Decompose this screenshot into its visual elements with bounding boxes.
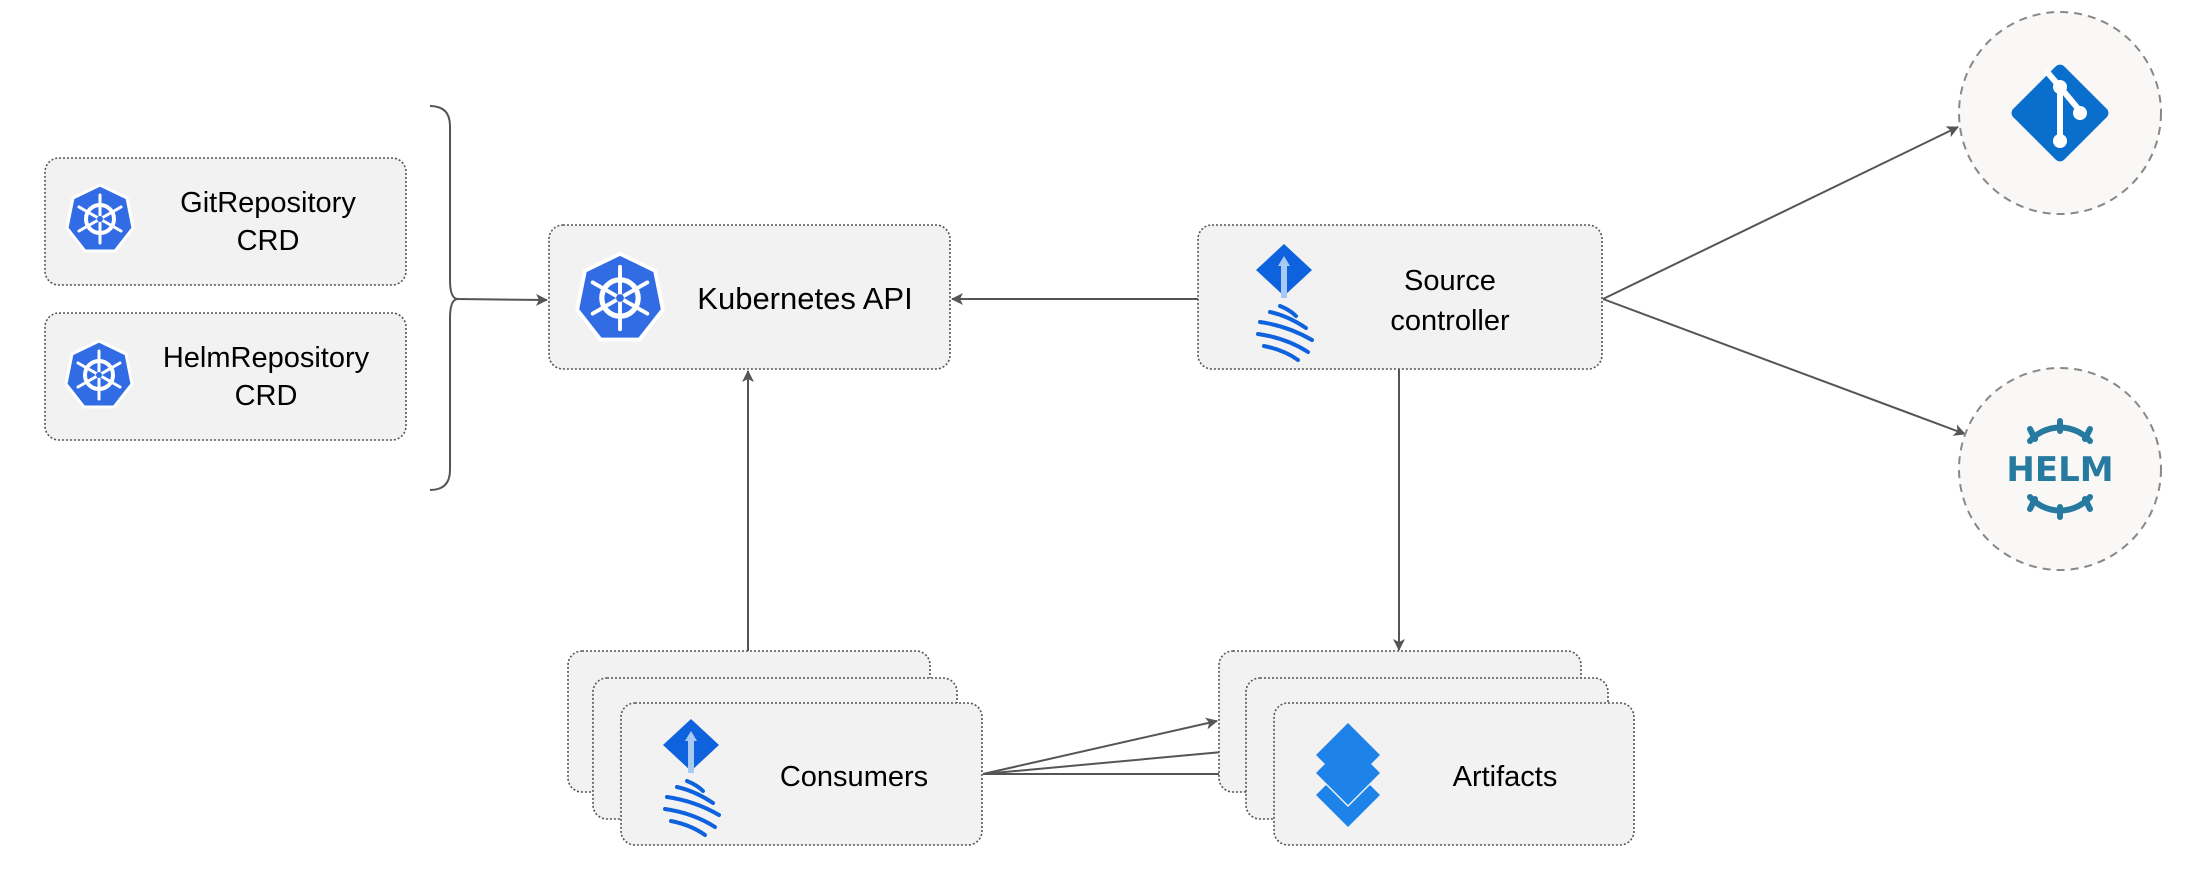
node-source-controller[interactable]: Source controller (1197, 224, 1603, 370)
node-consumers[interactable]: Consumers (567, 650, 983, 846)
node-helm-repository-crd[interactable]: HelmRepository CRD (44, 312, 407, 441)
node-label-line1: HelmRepository (163, 342, 370, 374)
helm-icon: HELM (2006, 418, 2114, 520)
node-helm[interactable]: HELM (1958, 367, 2162, 571)
node-label-line2: CRD (235, 380, 298, 412)
node-kubernetes-api[interactable]: Kubernetes API (548, 224, 951, 370)
edge-source-to-helm (1602, 298, 1966, 436)
node-label: Artifacts (1453, 761, 1558, 793)
kubernetes-icon (65, 183, 135, 253)
node-label-line1: GitRepository (180, 187, 356, 219)
node-artifacts[interactable]: Artifacts (1218, 650, 1635, 846)
edge-consumers-to-artifacts-1 (982, 717, 1218, 775)
layers-icon (1316, 723, 1380, 827)
node-label-line2: CRD (237, 225, 300, 257)
node-label: Kubernetes API (697, 281, 912, 316)
node-label-line2: controller (1390, 305, 1510, 337)
node-git-repository-crd[interactable]: GitRepository CRD (44, 157, 407, 286)
edge-source-to-git (1602, 126, 1959, 300)
brace (429, 105, 459, 491)
edge-crds-to-kubernetes-api (455, 293, 548, 306)
git-icon (2011, 64, 2109, 162)
kubernetes-icon (64, 339, 134, 409)
edge-consumers-to-artifacts-2 (982, 745, 1245, 775)
node-label-line1: Source (1404, 265, 1496, 297)
helm-logo-text: HELM (2006, 450, 2113, 490)
kubernetes-icon (577, 254, 663, 340)
node-label: Consumers (780, 761, 928, 793)
node-git[interactable] (1958, 11, 2162, 215)
